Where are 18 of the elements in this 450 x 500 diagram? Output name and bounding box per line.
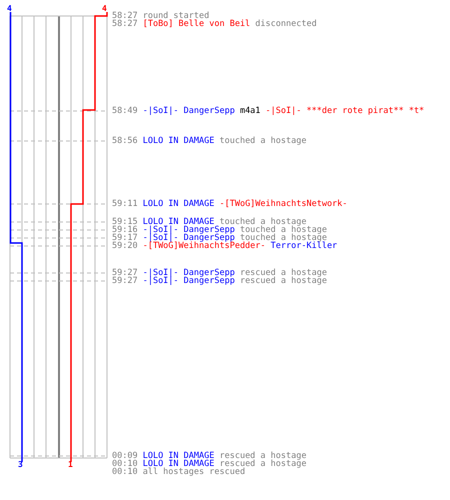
log-entry: 00:10 LOLO IN DAMAGE rescued a hostage [112,460,306,469]
log-entry: 59:15 LOLO IN DAMAGE touched a hostage [112,218,306,227]
log-entry: 00:10 all hostages rescued [112,468,246,477]
player-count: 1 [68,461,73,469]
log-entry: 59:16 -|SoI|- DangerSepp touched a hostage [112,226,327,235]
log-entry: 59:11 LOLO IN DAMAGE -[TWoG]WeihnachtsNetwork- [112,200,348,209]
log-entry: 59:27 -|SoI|- DangerSepp rescued a hostage [112,277,327,286]
log-entry: 58:56 LOLO IN DAMAGE touched a hostage [112,137,306,146]
log-entry: 59:20 -[TWoG]WeihnachtsPedder- Terror-Killer [112,242,338,251]
log-entry: 59:27 -|SoI|- DangerSepp rescued a hostage [112,269,327,278]
log-entry: 58:49 -|SoI|- DangerSepp m4a1 -|SoI|- ***der rote pirat** *t* [112,107,424,116]
log-entry: 00:09 LOLO IN DAMAGE rescued a hostage [112,452,306,461]
log-entry: 58:27 round started [112,12,210,21]
log-entry: 59:17 -|SoI|- DangerSepp touched a hostage [112,234,327,243]
log-entry: 58:27 [ToBo] Belle von Beil disconnected [112,20,317,29]
player-count: 3 [18,461,23,469]
player-count: 4 [102,5,107,13]
player-count: 4 [7,5,12,13]
